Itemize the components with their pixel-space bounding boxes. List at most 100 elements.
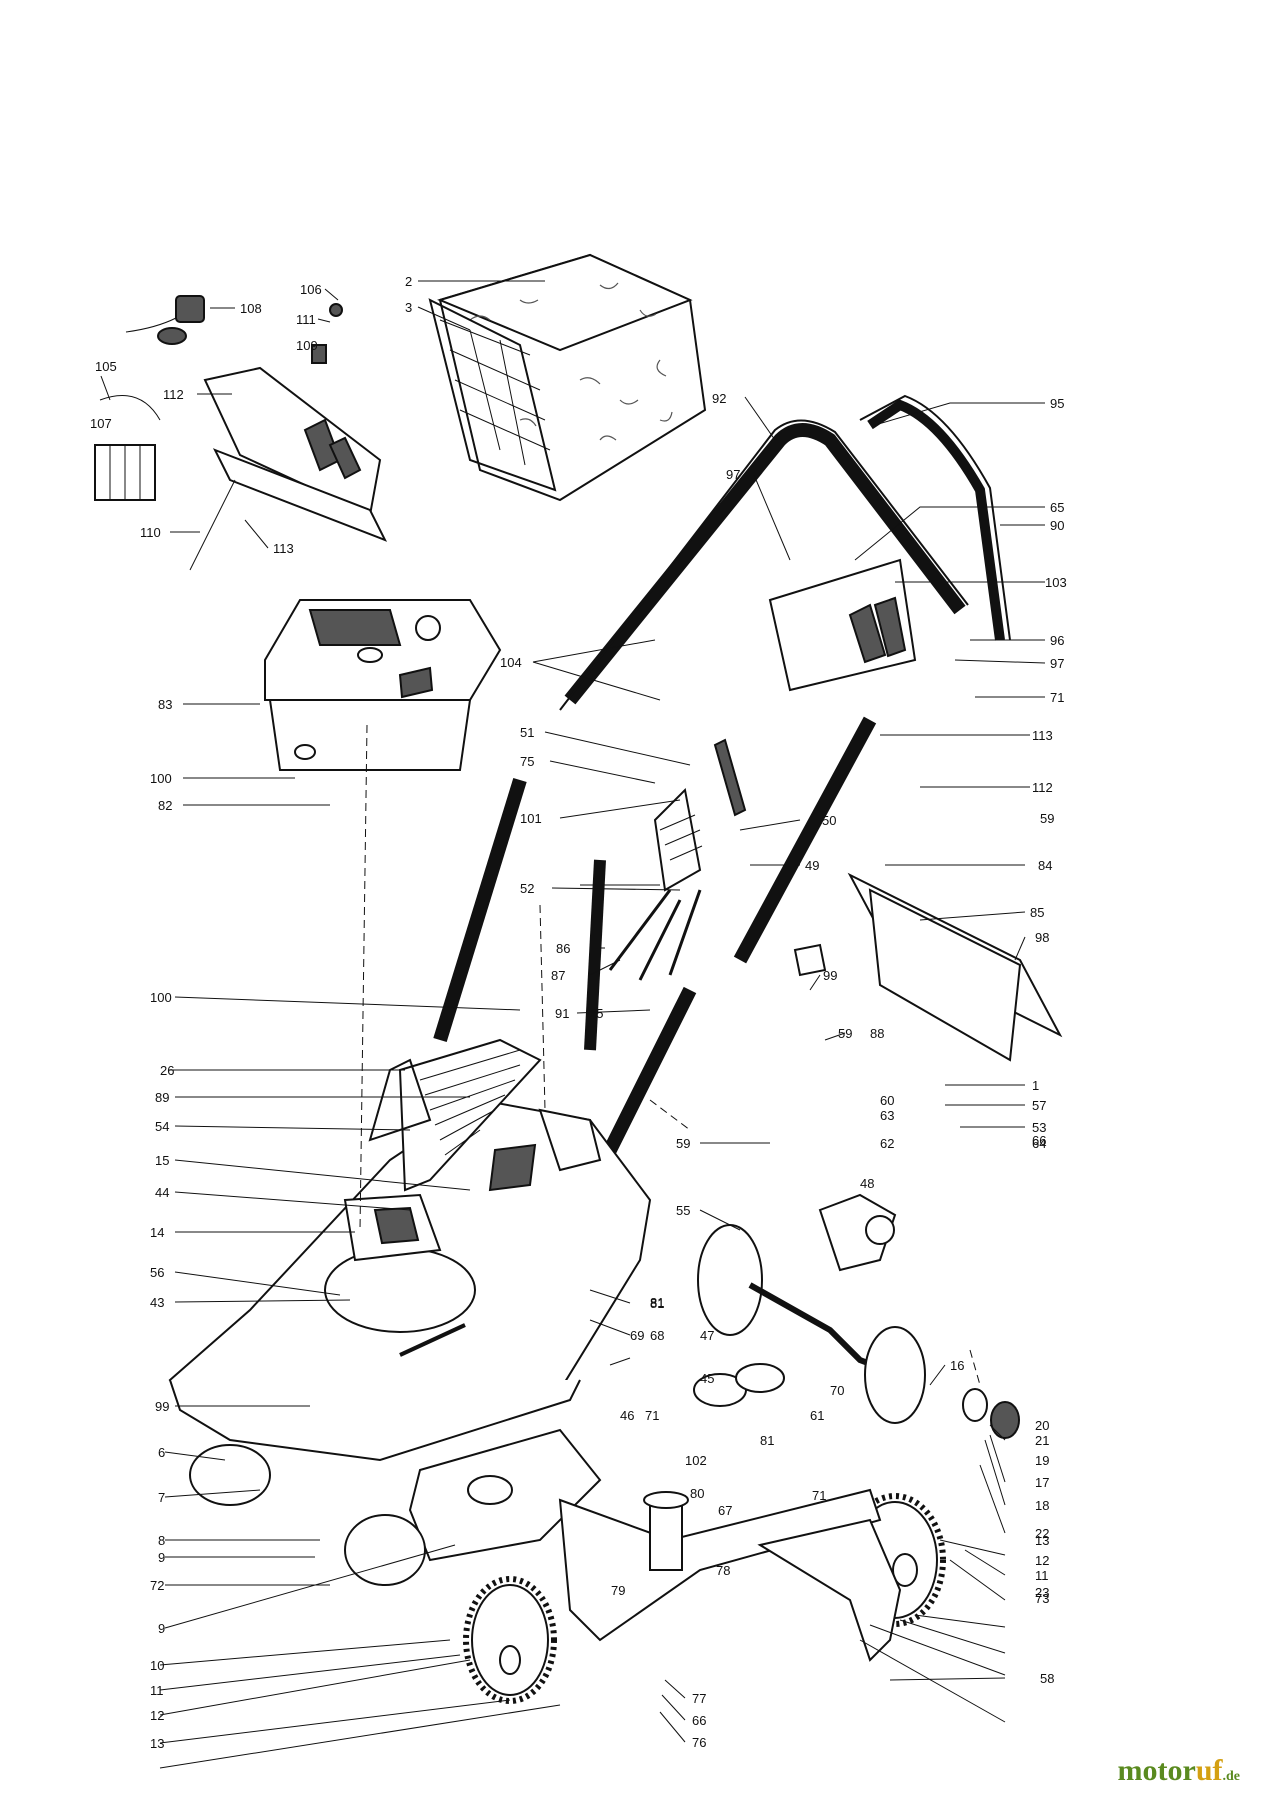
callout: 80 — [690, 1486, 704, 1501]
leader-lines — [100, 280, 1046, 1769]
watermark-text-green: motor — [1117, 1754, 1196, 1787]
callout: 78 — [716, 1563, 730, 1578]
callout: 110 — [140, 525, 161, 540]
engine — [264, 599, 502, 771]
callout: 99 — [155, 1399, 169, 1414]
watermark-text-yellow: uf — [1195, 1754, 1223, 1787]
watermark-suffix: .de — [1222, 1769, 1241, 1784]
callout: 59 — [676, 1136, 690, 1151]
callout: 72 — [150, 1578, 164, 1593]
callout: 112 — [163, 387, 184, 402]
callout: 70 — [830, 1383, 844, 1398]
grass-catcher — [428, 253, 707, 502]
callout: 26 — [160, 1063, 174, 1078]
callout: 71 — [645, 1408, 659, 1423]
callout: 21 — [1035, 1433, 1049, 1448]
callout: 17 — [1035, 1475, 1049, 1490]
callout: 18 — [1035, 1498, 1049, 1513]
callout: 11 — [1035, 1568, 1049, 1583]
callout: 95 — [1050, 396, 1064, 411]
callout: 112 — [1032, 780, 1053, 795]
callout: 60 — [880, 1093, 894, 1108]
assembly-centerline — [359, 724, 981, 1386]
callout: 66 — [692, 1713, 706, 1728]
callout: 67 — [718, 1503, 732, 1518]
front-wheels — [189, 1444, 557, 1704]
watermark-logo: motoruf.de — [1118, 1754, 1240, 1788]
callout: 82 — [158, 798, 172, 813]
callout: 16 — [950, 1358, 964, 1373]
blade-assembly — [558, 1488, 902, 1662]
callout: 48 — [860, 1176, 874, 1191]
callout: 15 — [155, 1153, 169, 1168]
height-levers-and-cables — [433, 716, 877, 1154]
callout: 76 — [692, 1735, 706, 1750]
callout: 12 — [150, 1708, 164, 1723]
callout: 61 — [810, 1408, 824, 1423]
callout: 58 — [1040, 1671, 1054, 1686]
callout: 84 — [1038, 858, 1052, 873]
callout: 55 — [676, 1203, 690, 1218]
callout: 20 — [1035, 1418, 1049, 1433]
callout: 66 — [1032, 1133, 1046, 1148]
callout: 109 — [296, 338, 318, 353]
callout: 9 — [158, 1621, 165, 1636]
callout: 19 — [1035, 1453, 1049, 1468]
callout: 23 — [1035, 1585, 1049, 1600]
callout: 86 — [556, 941, 570, 956]
callout: 107 — [90, 416, 112, 431]
callout: 73 — [1035, 1591, 1049, 1606]
callout: 1 — [1032, 1078, 1039, 1093]
callout: 10 — [150, 1658, 164, 1673]
callout: 62 — [880, 1136, 894, 1151]
callout: 91 — [555, 1006, 569, 1021]
callout: 69 — [630, 1328, 644, 1343]
transmission — [693, 1193, 897, 1407]
callout: 71 — [812, 1488, 826, 1503]
callout-labels: 2 3 106 108 111 109 105 112 107 110 113 … — [90, 274, 1067, 1751]
callout: 113 — [1032, 728, 1053, 743]
callout: 3 — [405, 300, 412, 315]
callout: 14 — [150, 1225, 164, 1240]
callout: 12 — [1035, 1553, 1049, 1568]
handle-frames — [559, 394, 1011, 711]
callout: 54 — [155, 1119, 169, 1134]
callout: 13 — [150, 1736, 164, 1751]
callout: 64 — [1032, 1136, 1046, 1151]
callout: 25 — [589, 1006, 603, 1021]
rear-axle-assembly — [697, 1224, 1020, 1439]
callout: 77 — [692, 1691, 706, 1706]
callout: 7 — [158, 1490, 165, 1505]
callout: 63 — [880, 1108, 894, 1123]
callout: 103 — [1045, 575, 1067, 590]
battery-charger-cluster — [94, 295, 388, 571]
callout: 13 — [1035, 1533, 1049, 1548]
callout: 81 — [650, 1295, 664, 1310]
callout: 44 — [155, 1185, 169, 1200]
callout: 100 — [150, 990, 172, 1005]
callout: 46 — [620, 1408, 634, 1423]
callout: 90 — [1050, 518, 1064, 533]
callout: 85 — [1030, 905, 1044, 920]
callout: 99 — [823, 968, 837, 983]
callout: 11 — [150, 1683, 164, 1698]
callout: 53 — [1032, 1120, 1046, 1135]
callout: 2 — [405, 274, 412, 289]
callout: 87 — [551, 968, 565, 983]
callout: 89 — [155, 1090, 169, 1105]
callout: 108 — [240, 301, 262, 316]
callout: 47 — [700, 1328, 714, 1343]
callout: 96 — [1050, 633, 1064, 648]
callout: 92 — [712, 391, 726, 406]
callout: 106 — [300, 282, 322, 297]
callout: 59 — [1040, 811, 1054, 826]
callout: 111 — [296, 312, 316, 327]
callout: 97 — [1050, 656, 1064, 671]
callout: 97 — [726, 467, 740, 482]
callout: 102 — [685, 1453, 707, 1468]
callout: 49 — [805, 858, 819, 873]
callout: 79 — [611, 1583, 625, 1598]
deck-plate — [408, 1428, 602, 1562]
callout: 9 — [158, 1550, 165, 1565]
